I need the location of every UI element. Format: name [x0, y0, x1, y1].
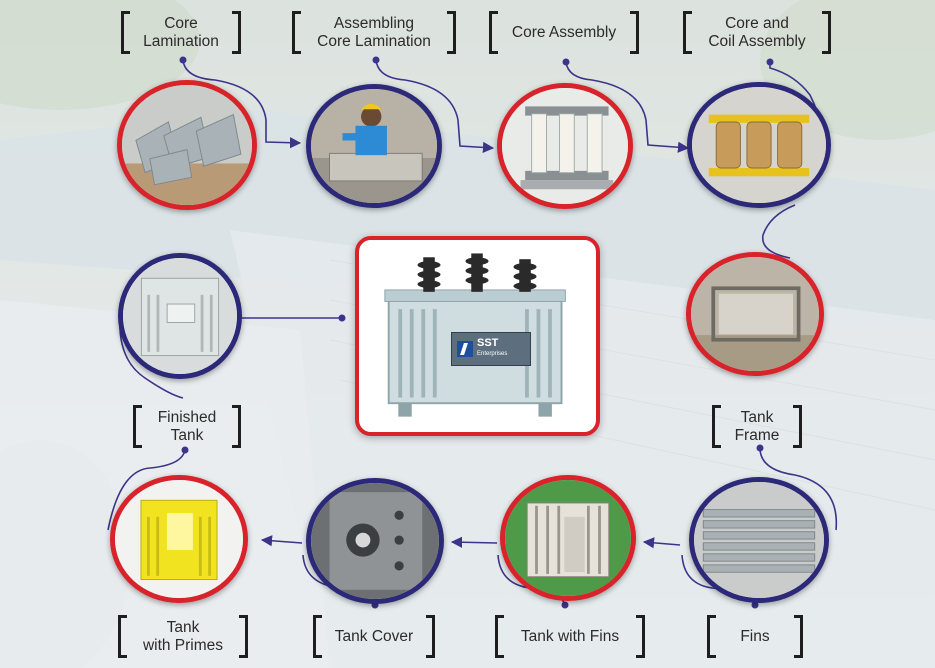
sst-logo-icon — [457, 341, 473, 357]
photo-core-lamination — [117, 80, 257, 210]
photo-tank-cover — [306, 478, 444, 604]
photo-tank-with-primes — [110, 475, 248, 603]
photo-fins — [689, 477, 829, 603]
sst-brand-plate: SST Enterprises — [451, 332, 531, 366]
photo-core-assembly — [497, 83, 633, 209]
photo-core-and-coil-assembly — [687, 82, 831, 208]
label-fins: Fins — [707, 615, 803, 658]
label-tank-with-fins: Tank with Fins — [495, 615, 645, 658]
label-tank-cover: Tank Cover — [313, 615, 435, 658]
label-core-assembly: Core Assembly — [489, 11, 639, 54]
brand-name: SST — [477, 337, 499, 349]
photo-tank-with-fins — [500, 475, 636, 601]
photo-finished-tank — [118, 253, 242, 379]
photo-assembling-core-lamination — [306, 84, 442, 208]
center-transformer-frame: SST Enterprises — [355, 236, 600, 436]
brand-subtitle: Enterprises — [477, 351, 508, 357]
photo-tank-frame — [686, 252, 824, 376]
